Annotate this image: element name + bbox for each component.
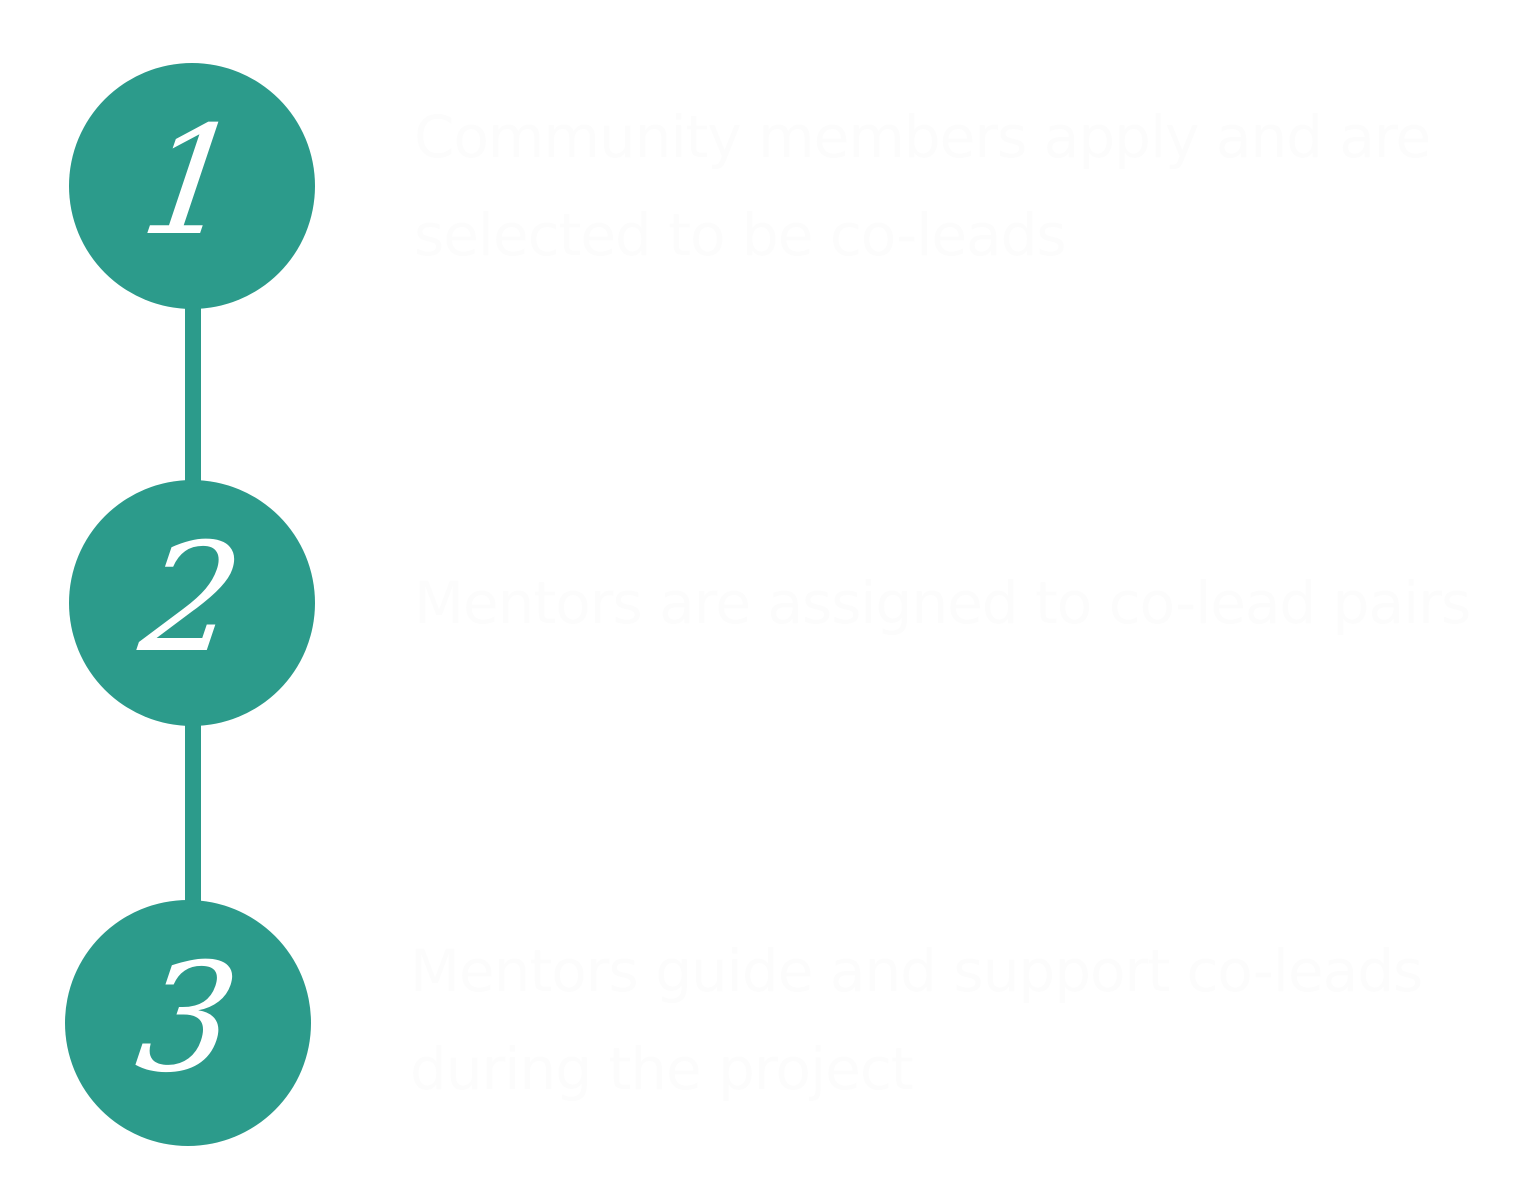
step-2-number: 2 [132, 512, 252, 686]
timeline-connector-2-3 [185, 724, 201, 904]
step-3-circle: 3 [65, 900, 311, 1146]
step-2-circle: 2 [69, 480, 315, 726]
timeline-connector-1-2 [185, 306, 201, 484]
step-2-description: Mentors are assigned to co-lead pairs [414, 569, 1471, 637]
step-3-description: Mentors guide and support co-leads durin… [410, 937, 1423, 1103]
step-1-circle: 1 [69, 63, 315, 309]
step-1-number: 1 [132, 95, 252, 269]
step-1-description: Community members apply and are selected… [414, 103, 1431, 269]
step-3-number: 3 [128, 932, 248, 1106]
